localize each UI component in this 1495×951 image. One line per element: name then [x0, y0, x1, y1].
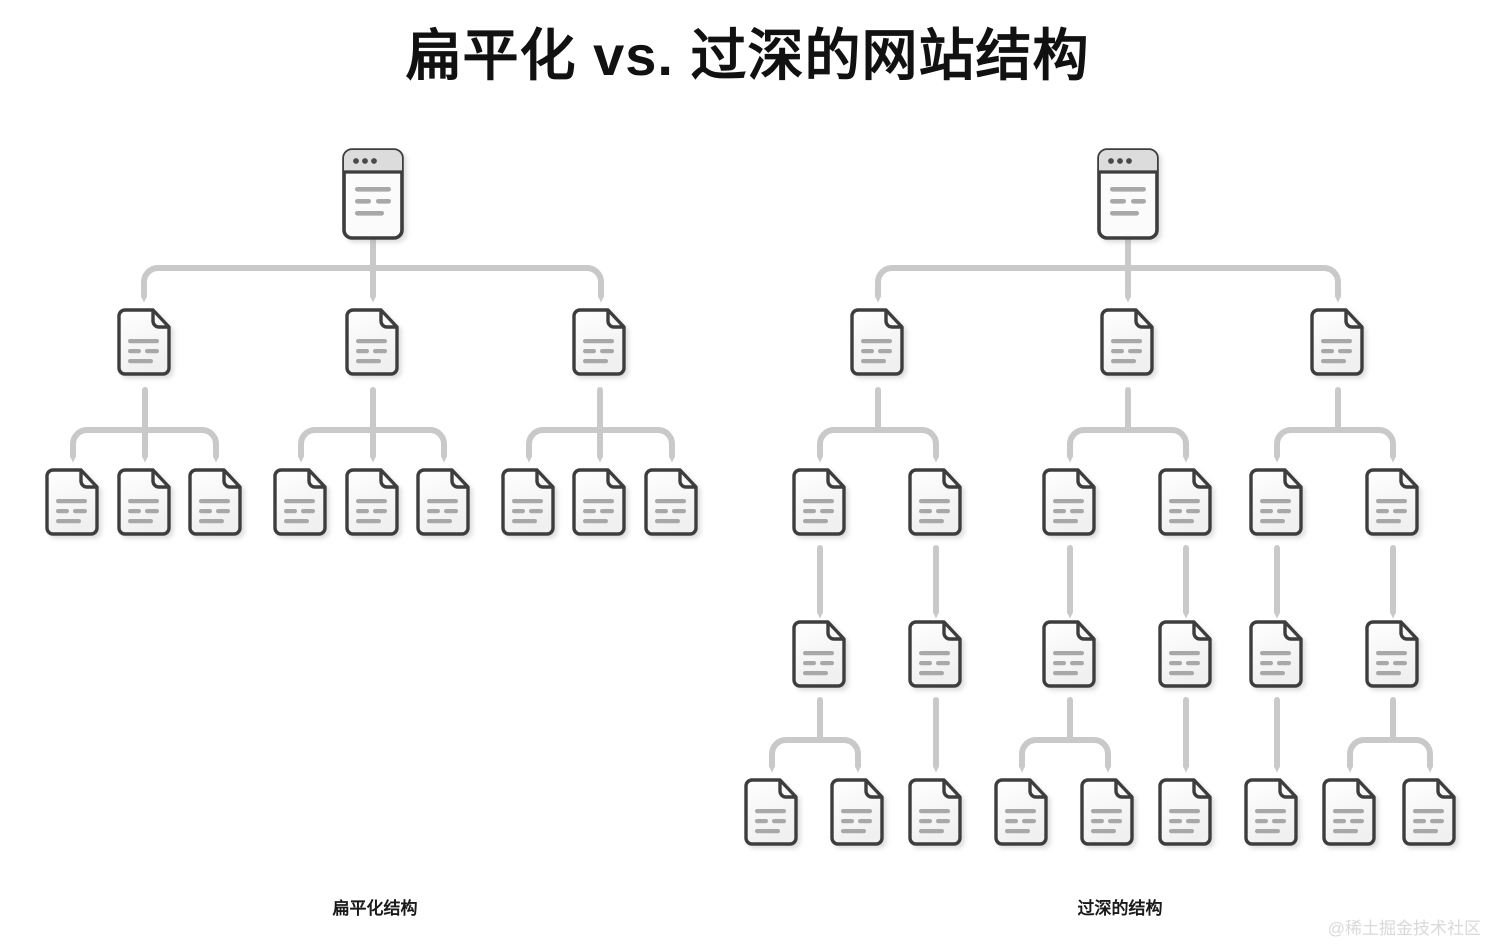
right-tree-caption: 过深的结构	[1077, 899, 1163, 918]
connector-right-deep6-to-page8	[1346, 737, 1396, 773]
connector-left-root-to-cat1	[140, 265, 376, 303]
document-icon[interactable]	[910, 470, 960, 534]
document-icon[interactable]	[574, 470, 624, 534]
browser-window-icon[interactable]	[1099, 150, 1157, 238]
left-tree-connectors	[69, 237, 676, 463]
connector-right-deep1-to-page1	[768, 737, 823, 773]
document-icon[interactable]	[1102, 310, 1152, 374]
page-title: 扁平化 vs. 过深的网站结构	[405, 24, 1090, 87]
document-icon[interactable]	[1367, 622, 1417, 686]
document-icon[interactable]	[1044, 622, 1094, 686]
document-icon[interactable]	[1082, 780, 1132, 844]
connector-right-deep1-to-page2	[817, 737, 862, 773]
document-icon[interactable]	[852, 310, 902, 374]
document-icon[interactable]	[418, 470, 468, 534]
connector-right-deep3-to-page4	[1018, 737, 1073, 773]
document-icon[interactable]	[1160, 470, 1210, 534]
left-tree-nodes	[47, 150, 696, 534]
connector-right-cat1-to-sub1	[816, 427, 881, 463]
connector-right-cat1-to-sub2	[875, 427, 940, 463]
document-icon[interactable]	[1044, 470, 1094, 534]
document-icon[interactable]	[646, 470, 696, 534]
connector-left-cat2-to-leaf3	[370, 427, 448, 463]
connector-right-deep3-to-page5	[1067, 737, 1112, 773]
connector-right-cat2-to-sub2	[1125, 427, 1190, 463]
document-icon[interactable]	[1404, 780, 1454, 844]
left-tree-caption: 扁平化结构	[332, 899, 418, 918]
document-icon[interactable]	[47, 470, 97, 534]
connector-right-cat3-to-sub2	[1335, 427, 1397, 463]
document-icon[interactable]	[832, 780, 882, 844]
document-icon[interactable]	[910, 622, 960, 686]
right-tree-connectors	[768, 237, 1434, 773]
document-icon[interactable]	[794, 622, 844, 686]
connector-right-deep6-to-page9	[1390, 737, 1434, 773]
document-icon[interactable]	[1251, 470, 1301, 534]
document-icon[interactable]	[190, 470, 240, 534]
browser-window-icon[interactable]	[344, 150, 402, 238]
document-icon[interactable]	[1246, 780, 1296, 844]
document-icon[interactable]	[1312, 310, 1362, 374]
document-icon[interactable]	[119, 470, 169, 534]
document-icon[interactable]	[275, 470, 325, 534]
document-icon[interactable]	[910, 780, 960, 844]
connector-right-cat2-to-sub1	[1066, 427, 1131, 463]
document-icon[interactable]	[1160, 622, 1210, 686]
connector-right-root-to-cat1	[874, 265, 1131, 303]
connector-left-cat1-to-leaf1	[69, 427, 148, 463]
document-icon[interactable]	[119, 310, 169, 374]
document-icon[interactable]	[1251, 622, 1301, 686]
document-icon[interactable]	[347, 310, 397, 374]
connector-left-cat3-to-leaf1	[525, 427, 603, 463]
document-icon[interactable]	[746, 780, 796, 844]
document-icon[interactable]	[996, 780, 1046, 844]
connector-left-cat2-to-leaf1	[297, 427, 376, 463]
document-icon[interactable]	[503, 470, 553, 534]
document-icon[interactable]	[1367, 470, 1417, 534]
document-icon[interactable]	[574, 310, 624, 374]
document-icon[interactable]	[794, 470, 844, 534]
connector-left-cat1-to-leaf3	[142, 427, 220, 463]
connector-right-root-to-cat3	[1125, 265, 1342, 303]
document-icon[interactable]	[1160, 780, 1210, 844]
connector-right-cat3-to-sub1	[1273, 427, 1341, 463]
watermark: @稀土掘金技术社区	[1327, 919, 1481, 938]
document-icon[interactable]	[347, 470, 397, 534]
document-icon[interactable]	[1324, 780, 1374, 844]
connector-left-root-to-cat3	[370, 265, 605, 303]
connector-left-cat3-to-leaf3	[597, 427, 676, 463]
